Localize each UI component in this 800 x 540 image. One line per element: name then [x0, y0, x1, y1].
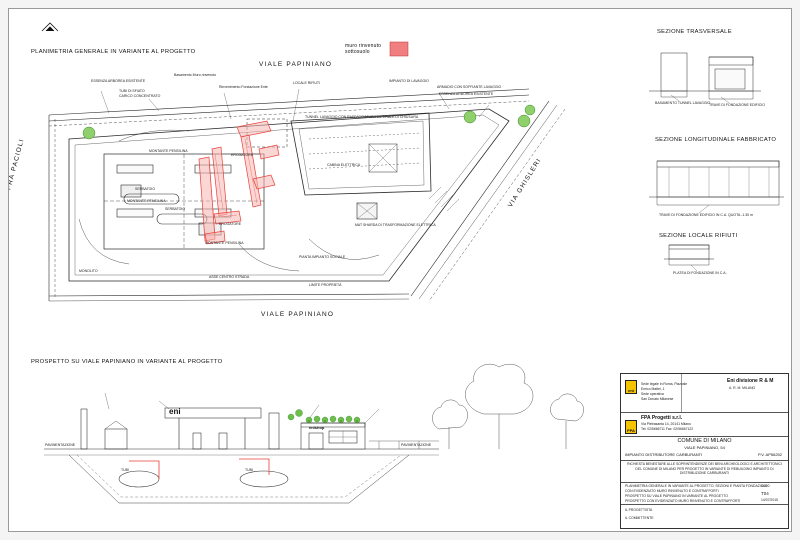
section-note: TRAVE DI FONDAZIONE EDIFICIO IN C.A. QUO…: [659, 213, 753, 217]
enishop-label: enishop: [309, 425, 325, 430]
city-name: COMUNE DI MILANO: [677, 438, 732, 444]
section-longitudinal: [649, 160, 784, 214]
section-note: TRAVE DI FONDAZIONE EDIFICIO: [709, 103, 765, 107]
section-local: [664, 244, 714, 272]
sheet-number: T04: [761, 491, 769, 496]
plan-annotation: MAT SHARDA DI TRASFORMAZIONE ELETTRICA: [355, 223, 436, 227]
elevation-drawing: [44, 392, 439, 504]
street-bottom: VIALE PAPINIANO: [261, 311, 335, 318]
content-line: PLANIMETRIA GENERALE IN VARIANTE AL PROG…: [625, 484, 767, 488]
plan-annotation: TUNNEL LAVAGGIO CON RAFFACCIATURA LATERA…: [305, 115, 419, 119]
company-name: Eni divisione R & M: [727, 378, 774, 384]
plan-annotation: LOCALE RIFIUTI: [293, 81, 321, 85]
fpa-logo-icon: FPA: [625, 420, 637, 434]
plan-annotation: TUBI DI SFIATO: [119, 89, 145, 93]
tank-label: TUBI: [245, 468, 253, 472]
plan-annotation: MONTANTE PENSILINA: [205, 241, 244, 245]
plan-title: PLANIMETRIA GENERALE IN VARIANTE AL PROG…: [31, 49, 196, 55]
plan-annotation: LIMITE PROPRIETÀ: [309, 283, 342, 287]
section-note: PLATEA DI FONDAZIONE IN C.A.: [673, 271, 727, 275]
content-line: PROSPETTO CON EVIDENZIATO MURO RINVENUTO…: [625, 499, 741, 503]
section-transversal: [649, 52, 761, 104]
plan-annotation: MONTANTE PENSILINA: [149, 149, 188, 153]
site-plan: [48, 88, 566, 302]
plan-annotation: SERBATOIO: [165, 207, 186, 211]
street-top: VIALE PAPINIANO: [259, 61, 333, 68]
scale-value: 1:200: [761, 484, 770, 488]
elevation-tree-icons: [432, 363, 584, 449]
pv-code: P.V. AP56252: [757, 452, 782, 457]
plan-annotation: Basamento Muro rinvenuto: [174, 73, 217, 77]
address: VIALE PAPINIANO, 54: [684, 445, 725, 450]
tree-icons: [82, 104, 536, 140]
legend-swatch: [389, 41, 409, 57]
tank-label: TUBI: [121, 468, 129, 472]
ground-label-left: PAVIMENTAZIONE: [45, 443, 76, 447]
plan-annotation: ASSE CENTRO STRADA: [209, 275, 250, 279]
plan-annotation: CARICO CONCENTRATO: [119, 94, 161, 98]
technical-drawing: [41, 22, 784, 504]
elevation-title: PROSPETTO SU VIALE PAPINIANO IN VARIANTE…: [31, 359, 223, 365]
discovered-wall: [198, 120, 280, 245]
section-note: BASAMENTO TUNNEL LAVAGGIO: [655, 101, 711, 105]
designer-name: FPA Progetti s.r.l.: [641, 415, 683, 421]
plan-annotation: Rinvenimento Fondazione Ente: [219, 85, 268, 89]
section-transversal-title: SEZIONE TRASVERSALE: [657, 29, 732, 35]
drawing-sheet: PLANIMETRIA GENERALE IN VARIANTE AL PROG…: [8, 8, 792, 532]
request-text: RICHIESTA BENESTARE ALLE SOPRINTENDENZE …: [627, 462, 782, 476]
title-block: eni FPA Sede legale in Roma, Piazzale En…: [620, 373, 789, 529]
eni-brand-label: eni: [169, 407, 181, 416]
content-line: CON EVIDENZIATO MURO RINVENUTO E CONTRAF…: [625, 489, 719, 493]
plan-annotation: ESSENZA ARBOREA ESISTENTE: [439, 92, 494, 96]
date-value: 14/07/2015: [761, 498, 778, 502]
section-longitudinal-title: SEZIONE LONGITUDINALE FABBRICATO: [655, 137, 777, 143]
plan-annotation: MONOLITO: [79, 269, 98, 273]
content-line: PROSPETTO SU VIALE PAPINIANO IN VARIANTE…: [625, 494, 728, 498]
plan-annotation: EROGATORE: [231, 153, 254, 157]
legend-label: muro rinvenuto sottosuolo: [345, 43, 382, 55]
ground-label-right: PAVIMENTAZIONE: [401, 443, 432, 447]
plan-annotation: CABINA ELETTRICA: [327, 163, 361, 167]
facility-name: IMPIANTO DISTRIBUTORE CARBURANTI: [625, 452, 703, 457]
eni-logo-icon: eni: [625, 380, 637, 394]
plan-annotation: EROGATORE: [219, 222, 242, 226]
north-arrow-icon: [41, 22, 59, 32]
plan-annotation: ARMADIO CON SOFFIANTE LAVAGGIO: [437, 85, 502, 89]
plan-annotation: SERBATOIO: [135, 187, 156, 191]
plan-annotation: PIANTA IMPIANTO SOCIALE: [299, 255, 346, 259]
shrub-icons: [287, 409, 361, 424]
plan-annotation: ESSENZA ARBOREA ESISTENTE: [91, 79, 146, 83]
plan-annotation: IMPIANTO DI LAVAGGIO: [389, 79, 429, 83]
section-local-title: SEZIONE LOCALE RIFIUTI: [659, 233, 738, 239]
plan-annotation: MONTANTE PENSILINA: [127, 199, 166, 203]
